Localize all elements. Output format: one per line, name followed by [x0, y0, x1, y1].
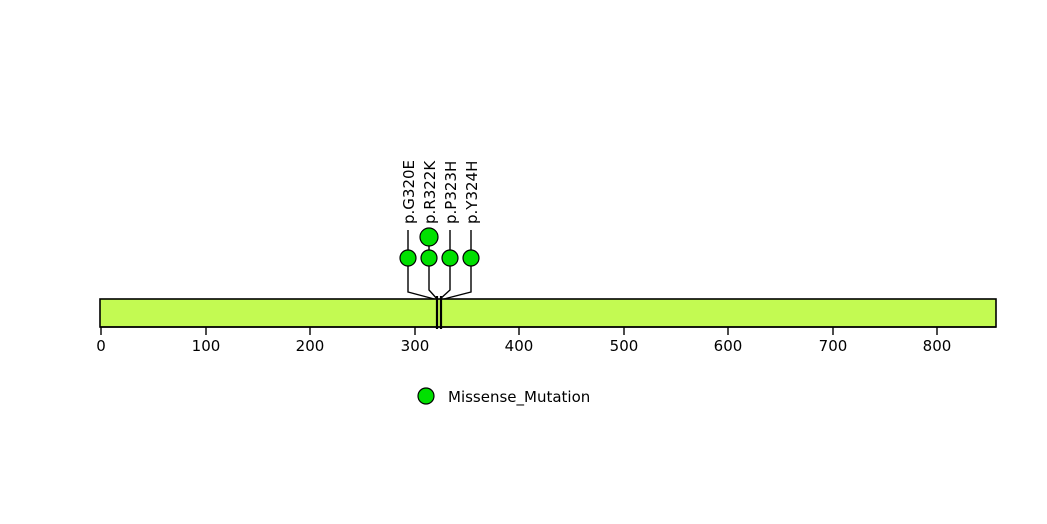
lollipop-connector-p-R322K: [428, 258, 439, 301]
lollipop-dot-p-Y324H[interactable]: [462, 249, 480, 267]
x-axis-label-100: 100: [192, 337, 221, 355]
lollipop-stem-group: [407, 230, 472, 258]
mutation-label-group: p.G320E p.R322K p.P323H p.Y324H: [400, 160, 481, 224]
x-axis-label-400: 400: [505, 337, 534, 355]
lollipop-dot-p-R322K-2[interactable]: [419, 227, 439, 247]
x-axis-label-200: 200: [296, 337, 325, 355]
lollipop-dot-p-R322K-1[interactable]: [420, 249, 438, 267]
x-axis-label-700: 700: [819, 337, 848, 355]
mutation-label-p-P323H: p.P323H: [442, 161, 460, 224]
legend-label-missense-mutation: Missense_Mutation: [448, 388, 590, 407]
mutation-site-marker-group: [435, 296, 443, 329]
x-axis: 0 100 200 300 400 500 600 700 800: [96, 326, 996, 355]
lollipop-connector-group: [407, 258, 472, 301]
lollipop-dot-group: [399, 227, 480, 267]
legend: Missense_Mutation: [417, 387, 590, 407]
lollipop-dot-p-P323H[interactable]: [441, 249, 459, 267]
x-axis-label-800: 800: [923, 337, 952, 355]
x-axis-label-600: 600: [714, 337, 743, 355]
mutation-label-p-G320E: p.G320E: [400, 160, 418, 224]
mutation-label-p-R322K: p.R322K: [421, 160, 439, 224]
x-axis-label-500: 500: [610, 337, 639, 355]
lollipop-connector-p-G320E: [407, 258, 439, 301]
lollipop-connector-p-P323H: [438, 258, 451, 301]
x-axis-label-300: 300: [401, 337, 430, 355]
lollipop-connector-p-Y324H: [439, 258, 472, 301]
mutation-label-p-Y324H: p.Y324H: [463, 161, 481, 224]
legend-marker-missense-mutation[interactable]: [417, 387, 435, 405]
x-axis-label-0: 0: [96, 337, 106, 355]
lollipop-dot-p-G320E[interactable]: [399, 249, 417, 267]
protein-backbone-bar[interactable]: [99, 298, 997, 328]
